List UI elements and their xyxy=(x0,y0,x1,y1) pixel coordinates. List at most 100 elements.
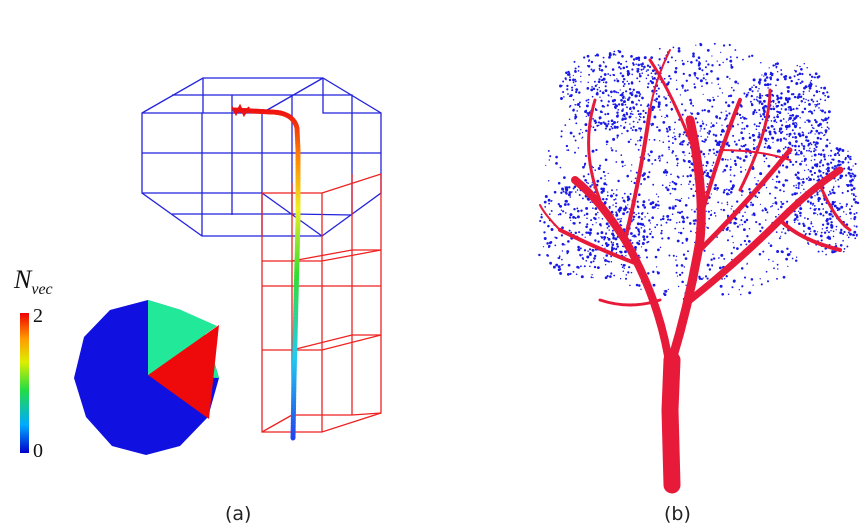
foliage-point xyxy=(651,81,654,85)
foliage-point xyxy=(706,174,709,178)
foliage-point xyxy=(798,72,802,76)
foliage-point xyxy=(721,124,723,126)
foliage-point xyxy=(838,147,842,151)
foliage-point xyxy=(637,230,641,233)
foliage-point xyxy=(562,210,565,213)
foliage-point xyxy=(817,132,821,135)
foliage-point xyxy=(829,161,833,164)
foliage-point xyxy=(606,194,609,197)
foliage-point xyxy=(749,154,752,157)
foliage-point xyxy=(811,166,814,169)
foliage-point xyxy=(695,44,697,46)
foliage-point xyxy=(608,94,610,97)
foliage-point xyxy=(757,191,761,194)
foliage-point xyxy=(796,214,799,216)
foliage-point xyxy=(647,74,650,77)
foliage-point xyxy=(608,205,611,209)
foliage-point xyxy=(631,235,634,237)
foliage-point xyxy=(593,257,596,260)
foliage-point xyxy=(815,120,818,124)
foliage-point xyxy=(740,219,743,222)
foliage-point xyxy=(610,255,612,258)
foliage-point xyxy=(563,203,567,206)
foliage-point xyxy=(589,233,591,236)
foliage-point xyxy=(824,210,828,214)
foliage-point xyxy=(814,106,817,108)
foliage-point xyxy=(774,201,778,205)
foliage-point xyxy=(795,184,797,186)
foliage-point xyxy=(779,189,782,192)
foliage-point xyxy=(625,113,629,116)
foliage-point xyxy=(646,105,649,108)
foliage-point xyxy=(762,109,766,112)
foliage-point xyxy=(706,136,709,138)
foliage-point xyxy=(814,149,817,151)
foliage-point xyxy=(639,139,642,142)
foliage-point xyxy=(827,155,830,157)
foliage-point xyxy=(758,78,762,82)
foliage-point xyxy=(581,233,584,236)
foliage-point xyxy=(637,67,640,71)
foliage-point xyxy=(608,229,610,231)
foliage-point xyxy=(755,183,758,186)
foliage-point xyxy=(705,60,708,62)
foliage-point xyxy=(616,79,620,83)
foliage-point xyxy=(574,103,577,106)
foliage-point xyxy=(604,113,607,116)
foliage-point xyxy=(684,257,688,260)
foliage-point xyxy=(760,102,764,106)
foliage-point xyxy=(594,107,597,110)
foliage-point xyxy=(730,187,734,191)
foliage-point xyxy=(567,203,570,206)
foliage-point xyxy=(674,182,678,186)
foliage-point xyxy=(769,107,773,111)
foliage-point xyxy=(712,161,715,164)
foliage-point xyxy=(706,226,710,230)
foliage-point xyxy=(592,87,596,91)
foliage-point xyxy=(680,197,683,200)
foliage-point xyxy=(702,152,706,156)
foliage-point xyxy=(813,150,816,153)
foliage-point xyxy=(752,147,756,150)
foliage-point xyxy=(594,169,597,172)
foliage-point xyxy=(828,190,831,193)
foliage-point xyxy=(615,125,619,129)
foliage-point xyxy=(581,136,584,139)
foliage-point xyxy=(630,271,633,274)
foliage-point xyxy=(802,90,805,93)
foliage-point xyxy=(812,127,815,130)
foliage-point xyxy=(636,77,639,80)
foliage-point xyxy=(605,254,608,257)
foliage-point xyxy=(797,153,800,156)
foliage-point xyxy=(758,222,761,226)
foliage-point xyxy=(803,155,805,157)
foliage-point xyxy=(777,111,780,114)
foliage-point xyxy=(710,122,713,124)
foliage-point xyxy=(826,217,829,221)
foliage-point xyxy=(815,85,817,87)
foliage-point xyxy=(622,95,625,98)
foliage-point xyxy=(616,111,619,114)
foliage-point xyxy=(753,109,757,112)
foliage-point xyxy=(761,226,764,229)
foliage-point xyxy=(613,198,616,201)
foliage-point xyxy=(821,109,824,113)
foliage-point xyxy=(835,152,837,155)
foliage-point xyxy=(575,90,578,94)
foliage-point xyxy=(684,203,688,207)
foliage-point xyxy=(601,104,605,108)
foliage-point xyxy=(785,128,788,130)
foliage-point xyxy=(739,224,741,226)
foliage-point xyxy=(668,254,671,257)
foliage-point xyxy=(746,205,749,209)
foliage-point xyxy=(559,84,562,88)
foliage-point xyxy=(579,247,582,250)
foliage-point xyxy=(855,225,858,228)
foliage-point xyxy=(612,74,616,77)
foliage-point xyxy=(600,187,604,191)
foliage-point xyxy=(603,236,607,239)
foliage-point xyxy=(764,104,767,108)
foliage-point xyxy=(657,200,659,203)
foliage-point xyxy=(611,99,615,103)
foliage-point xyxy=(596,91,599,94)
